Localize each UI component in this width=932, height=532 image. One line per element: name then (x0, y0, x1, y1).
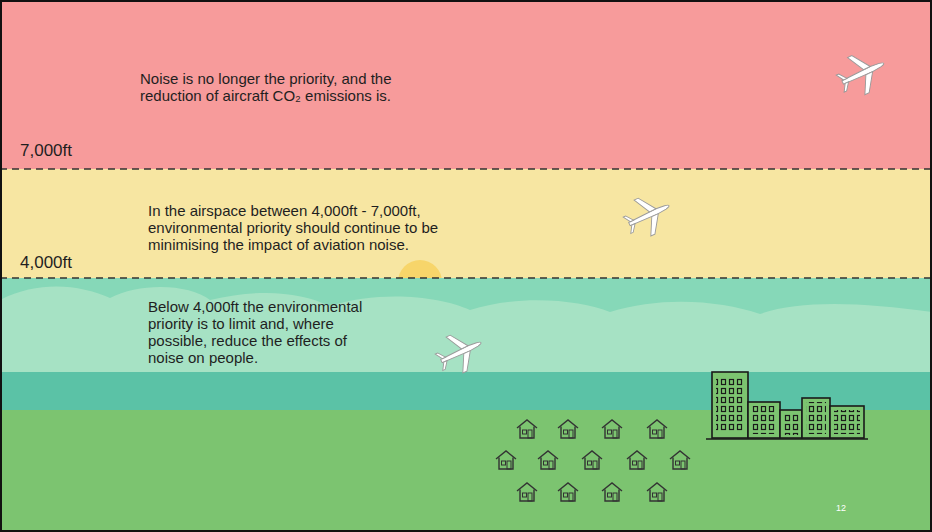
altitude-label: 7,000ft (20, 141, 72, 161)
altitude-band: Noise is no longer the priority, and the… (0, 0, 932, 169)
band-text: Below 4,000ft the environmental priority… (148, 298, 380, 366)
band-text: In the airspace between 4,000ft - 7,000f… (148, 202, 468, 253)
altitude-band: Below 4,000ft the environmental priority… (0, 278, 932, 410)
houses (496, 420, 690, 501)
buildings (706, 372, 868, 439)
band-text: Noise is no longer the priority, and the… (140, 70, 410, 104)
altitude-label: 4,000ft (20, 253, 72, 273)
altitude-band: In the airspace between 4,000ft - 7,000f… (0, 169, 932, 278)
page-number: 12 (836, 503, 846, 513)
